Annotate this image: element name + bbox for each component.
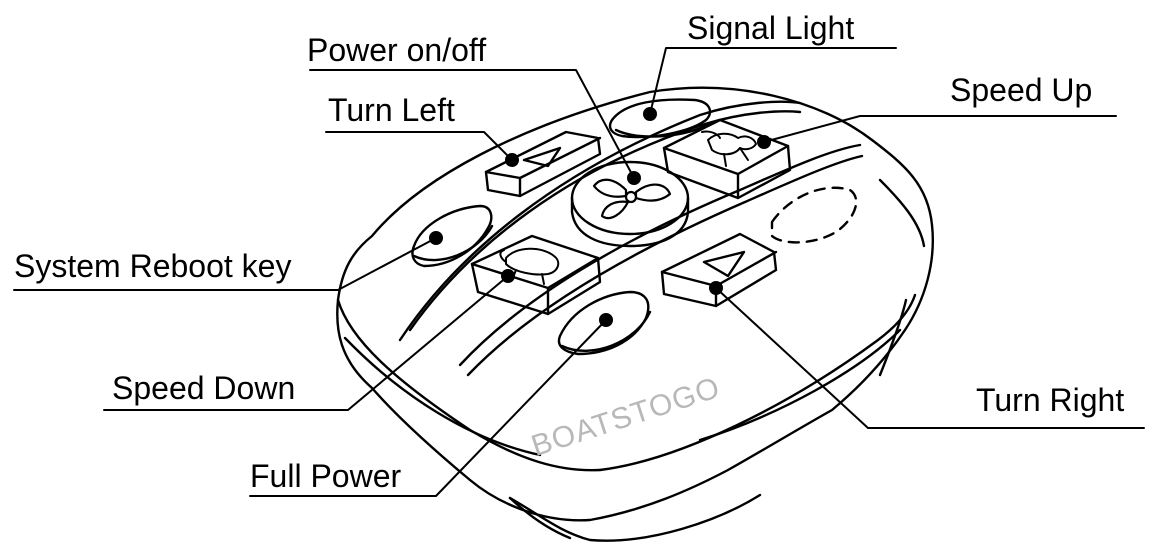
rail-right-outer	[458, 143, 862, 367]
turn-right-label: Turn Right	[976, 382, 1125, 418]
rail-left-inner	[408, 110, 802, 332]
remote-edge-right	[698, 328, 902, 442]
speed-down-label: Speed Down	[112, 370, 296, 406]
speed-down-button[interactable]	[470, 234, 602, 316]
leader-lines	[13, 47, 1145, 497]
turn-left-leader	[325, 131, 513, 161]
blank-button	[770, 186, 858, 244]
signal-light-button[interactable]	[608, 98, 712, 139]
speed-up-leader	[763, 115, 1117, 143]
remote-corner-right	[878, 178, 926, 248]
full-power-label: Full Power	[250, 458, 402, 494]
triangle-left-icon	[522, 146, 562, 168]
signal-light-label: Signal Light	[687, 10, 855, 46]
turn-left-button[interactable]	[484, 130, 602, 198]
remote-body-outline	[336, 86, 934, 522]
propeller-icon	[592, 178, 672, 220]
remote-base-left	[508, 496, 572, 540]
rail-left-outer	[398, 100, 802, 342]
remote-bevel-right	[598, 293, 917, 472]
power-button[interactable]	[570, 160, 690, 248]
turn-right-button[interactable]	[660, 232, 778, 308]
full-power-button[interactable]	[557, 290, 652, 356]
remote-edge-lower	[343, 336, 542, 457]
reboot-button[interactable]	[411, 204, 494, 268]
speed-down-leader	[103, 275, 509, 411]
turn-left-label: Turn Left	[328, 92, 455, 128]
remote-base-bottom	[508, 493, 762, 542]
rail-right-inner	[466, 154, 864, 377]
full-power-leader	[249, 319, 607, 497]
triangle-down-icon	[702, 250, 746, 278]
power-label: Power on/off	[307, 32, 487, 68]
power-leader	[309, 69, 635, 179]
turn-right-leader	[715, 287, 1145, 429]
speed-up-button[interactable]	[662, 118, 792, 200]
rabbit-icon	[701, 130, 757, 167]
signal-leader	[649, 47, 897, 115]
speed-up-label: Speed Up	[950, 72, 1093, 108]
reboot-label: System Reboot key	[14, 248, 292, 284]
reboot-leader	[13, 237, 437, 291]
